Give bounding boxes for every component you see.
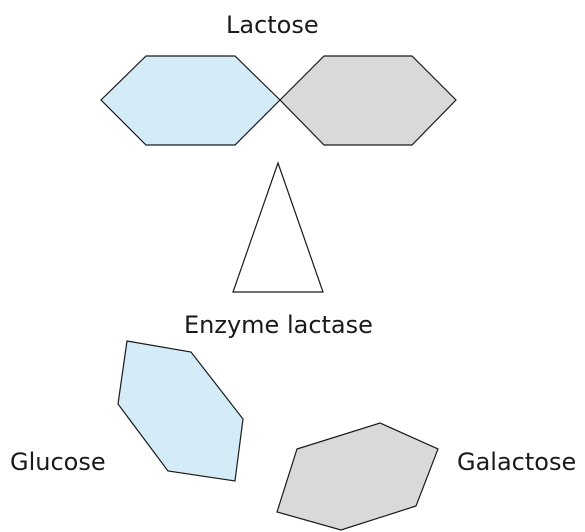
lactose-glucose-unit xyxy=(100,55,281,146)
galactose-label: Galactose xyxy=(457,448,577,476)
lactose-galactose-unit xyxy=(279,55,457,146)
enzyme-lactase-label: Enzyme lactase xyxy=(184,311,373,339)
lactose-label: Lactose xyxy=(226,11,319,39)
galactose-shape xyxy=(276,422,439,531)
glucose-label: Glucose xyxy=(10,448,106,476)
glucose-shape xyxy=(117,340,244,482)
enzyme-lactase-shape xyxy=(232,161,324,293)
